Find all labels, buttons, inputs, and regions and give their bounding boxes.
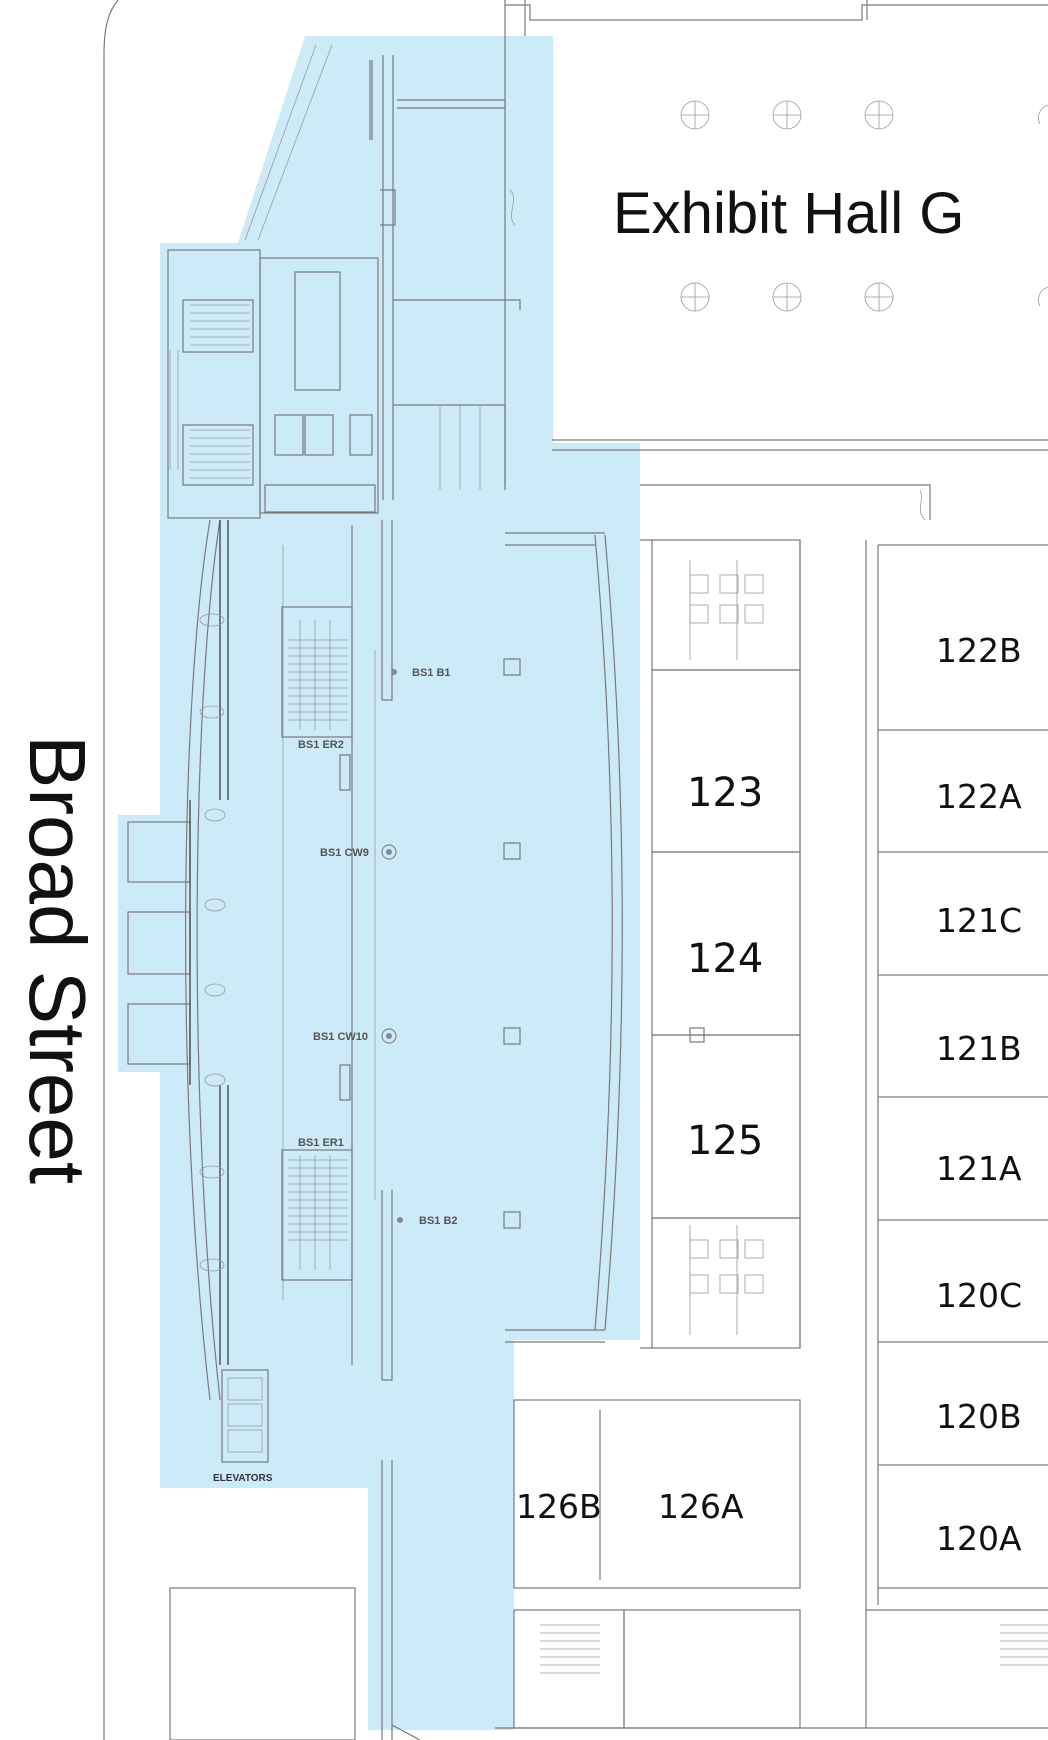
escalator-er2: [281, 606, 353, 738]
service-core-top: [167, 249, 379, 519]
room-126A[interactable]: 126A: [658, 1487, 744, 1526]
room-124[interactable]: 124: [687, 936, 763, 982]
lobby-outline: [185, 519, 623, 1401]
point-bs1-b1[interactable]: BS1 B1: [412, 667, 451, 679]
upper-corridor-walls: [244, 44, 521, 500]
room-122B[interactable]: 122B: [936, 631, 1022, 670]
room-121B[interactable]: 121B: [936, 1029, 1022, 1068]
meeting-rooms-123-125: [640, 539, 801, 1349]
lobby-columns: [503, 658, 521, 1229]
room-122A[interactable]: 122A: [936, 777, 1022, 816]
point-markers: [381, 669, 403, 1223]
point-bs1-cw9[interactable]: BS1 CW9: [320, 847, 369, 859]
street-curb: [103, 0, 119, 1740]
broad-street-label: Broad Street: [13, 735, 102, 1184]
meeting-rooms-126: [495, 1399, 1048, 1729]
elevator-bank: [221, 1369, 269, 1463]
point-bs1-er2[interactable]: BS1 ER2: [298, 739, 344, 751]
hall-columns: [680, 100, 1048, 312]
point-bs1-er1[interactable]: BS1 ER1: [298, 1137, 344, 1149]
exhibit-hall-g-label: Exhibit Hall G: [613, 181, 964, 246]
meeting-rooms-120-122: [865, 540, 1048, 1728]
lower-corridor: [169, 1460, 421, 1740]
room-126B[interactable]: 126B: [516, 1487, 602, 1526]
escalator-er1: [281, 1149, 353, 1281]
point-bs1-cw10[interactable]: BS1 CW10: [313, 1031, 368, 1043]
room-120C[interactable]: 120C: [936, 1276, 1022, 1315]
street-entrances: [127, 613, 226, 1272]
room-120A[interactable]: 120A: [936, 1519, 1022, 1558]
elevators-label[interactable]: ELEVATORS: [213, 1473, 273, 1484]
room-121C[interactable]: 121C: [936, 901, 1022, 940]
point-bs1-b2[interactable]: BS1 B2: [419, 1215, 458, 1227]
room-121A[interactable]: 121A: [936, 1149, 1022, 1188]
room-120B[interactable]: 120B: [936, 1397, 1022, 1436]
room-125[interactable]: 125: [687, 1118, 763, 1164]
exhibit-hall-walls: [504, 0, 1048, 521]
room-123[interactable]: 123: [687, 770, 763, 816]
highlighted-area[interactable]: [118, 36, 640, 1730]
